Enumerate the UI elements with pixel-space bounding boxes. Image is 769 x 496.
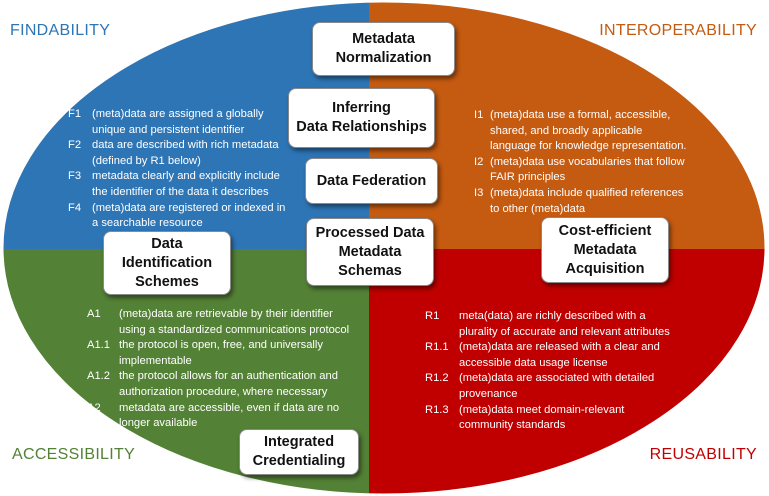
principle-code: A1.1 xyxy=(87,339,111,352)
principle-code: I3 xyxy=(474,186,484,199)
findability-label: FINDABILITY xyxy=(10,22,111,39)
inferring-data-relationships-box: Inferring Data Relationships xyxy=(288,88,435,148)
principle-text: (meta)data are associated with detailed … xyxy=(459,372,655,400)
principle-item: A1.1 the protocol is open, free, and univ… xyxy=(87,338,349,369)
reusability-principles: R1 meta(data) are richly described with a… xyxy=(425,309,670,434)
principle-item: I3 (meta)data include qualified reference… xyxy=(474,186,687,217)
cost-efficient-metadata-acquisition-box: Cost-efficient Metadata Acquisition xyxy=(541,217,669,283)
findability-principles: F1 (meta)data are assigned a globally uni… xyxy=(68,107,285,232)
principle-code: I1 xyxy=(474,109,484,121)
principle-text: (meta)data are registered or indexed in … xyxy=(92,201,286,230)
principle-item: F2 data are described with rich metadata … xyxy=(68,138,285,169)
principle-item: A2 metadata are accessible, even if data … xyxy=(87,401,349,432)
principle-text: (meta)data meet domain-relevant communit… xyxy=(459,403,625,432)
principle-code: R1.3 xyxy=(425,403,449,416)
principle-code: F2 xyxy=(68,139,82,152)
principle-text: metadata clearly and explicitly include … xyxy=(92,170,280,198)
principle-code: R1.2 xyxy=(425,372,449,385)
principle-text: (meta)data use vocabularies that follow … xyxy=(490,155,685,184)
processed-data-metadata-schemas-box: Processed Data Metadata Schemas xyxy=(306,218,434,286)
accessibility-label: ACCESSIBILITY xyxy=(12,446,136,463)
principle-text: (meta)data are assigned a globally uniqu… xyxy=(92,108,264,136)
principle-text: the protocol allows for an authenticatio… xyxy=(119,370,338,398)
principle-text: the protocol is open, free, and universa… xyxy=(119,339,323,367)
principle-text: (meta)data include qualified references … xyxy=(490,186,684,215)
data-identification-schemes-box: Data Identification Schemes xyxy=(103,231,231,295)
principle-text: (meta)data are retrievable by their iden… xyxy=(119,308,350,336)
principle-text: (meta)data are released with a clear and… xyxy=(459,341,660,369)
principle-item: F4 (meta)data are registered or indexed i… xyxy=(68,201,285,232)
principle-code: F3 xyxy=(68,170,82,183)
principle-text: metadata are accessible, even if data ar… xyxy=(119,401,340,430)
principle-item: A1 (meta)data are retrievable by their id… xyxy=(87,307,349,338)
principle-text: (meta)data use a formal, accessible, sha… xyxy=(490,109,687,153)
principle-item: I1 (meta)data use a formal, accessible, s… xyxy=(474,108,687,155)
principle-code: R1.1 xyxy=(425,341,449,354)
principle-item: R1.2 (meta)data are associated with detai… xyxy=(425,371,670,402)
data-federation-box: Data Federation xyxy=(305,158,438,204)
principle-code: A1.2 xyxy=(87,370,111,383)
interoperability-principles: I1 (meta)data use a formal, accessible, s… xyxy=(474,108,687,217)
principle-code: R1 xyxy=(425,310,440,322)
principle-item: A1.2 the protocol allows for an authentic… xyxy=(87,369,349,400)
principle-text: data are described with rich metadata (d… xyxy=(92,139,279,167)
principle-item: R1.3 (meta)data meet domain-relevant comm… xyxy=(425,403,670,434)
principle-code: A1 xyxy=(87,308,101,320)
principle-text: meta(data) are richly described with a p… xyxy=(459,310,670,338)
principle-code: F1 xyxy=(68,108,82,120)
integrated-credentialing-box: Integrated Credentialing xyxy=(239,429,359,475)
principle-item: R1.1 (meta)data are released with a clear… xyxy=(425,340,670,371)
principle-code: A2 xyxy=(87,401,101,414)
principle-code: F4 xyxy=(68,201,82,214)
principle-item: F3 metadata clearly and explicitly includ… xyxy=(68,169,285,200)
reusability-label: REUSABILITY xyxy=(649,446,757,463)
metadata-normalization-box: Metadata Normalization xyxy=(312,22,455,76)
accessibility-principles: A1 (meta)data are retrievable by their id… xyxy=(87,307,349,432)
principle-code: I2 xyxy=(474,155,484,168)
principle-item: F1 (meta)data are assigned a globally uni… xyxy=(68,107,285,138)
principle-item: R1 meta(data) are richly described with a… xyxy=(425,309,670,340)
interoperability-label: INTEROPERABILITY xyxy=(599,22,757,39)
principle-item: I2 (meta)data use vocabularies that follo… xyxy=(474,155,687,186)
